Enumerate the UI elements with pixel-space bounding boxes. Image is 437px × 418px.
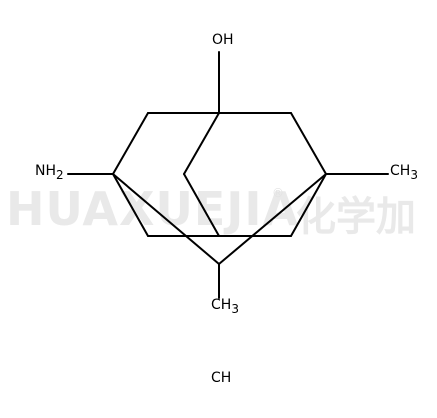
bond-upper-left-c3 bbox=[112, 112, 149, 175]
label-nh2: NH2 bbox=[35, 164, 64, 181]
bond-mid-back-bottom-back bbox=[183, 173, 220, 237]
label-ch3-right-main: CH bbox=[390, 163, 411, 179]
watermark-text: HUAXUEJIA bbox=[6, 182, 300, 236]
label-ch3-right: CH3 bbox=[390, 164, 418, 181]
label-ch3-bottom: CH3 bbox=[211, 298, 239, 315]
label-nh2-main: NH bbox=[35, 163, 56, 179]
label-ch3-bottom-main: CH bbox=[211, 297, 232, 313]
bond-c5-lower-right bbox=[290, 173, 327, 237]
bond-c1-mid-back bbox=[183, 112, 220, 175]
label-nh2-subscript: 2 bbox=[56, 168, 64, 182]
label-salt: CH bbox=[211, 370, 232, 386]
bond-c3-c7 bbox=[112, 173, 220, 265]
bond-c5-c7 bbox=[218, 173, 327, 265]
bond-c3-lower-left bbox=[112, 173, 149, 237]
watermark-registered-mark: ® bbox=[272, 186, 284, 200]
watermark-chinese-text: 化学加 bbox=[296, 194, 416, 240]
label-ch3-right-subscript: 3 bbox=[410, 168, 418, 182]
bond-upper-right-c5 bbox=[290, 112, 327, 175]
label-oh: OH bbox=[212, 32, 234, 48]
label-ch3-bottom-subscript: 3 bbox=[231, 302, 239, 316]
